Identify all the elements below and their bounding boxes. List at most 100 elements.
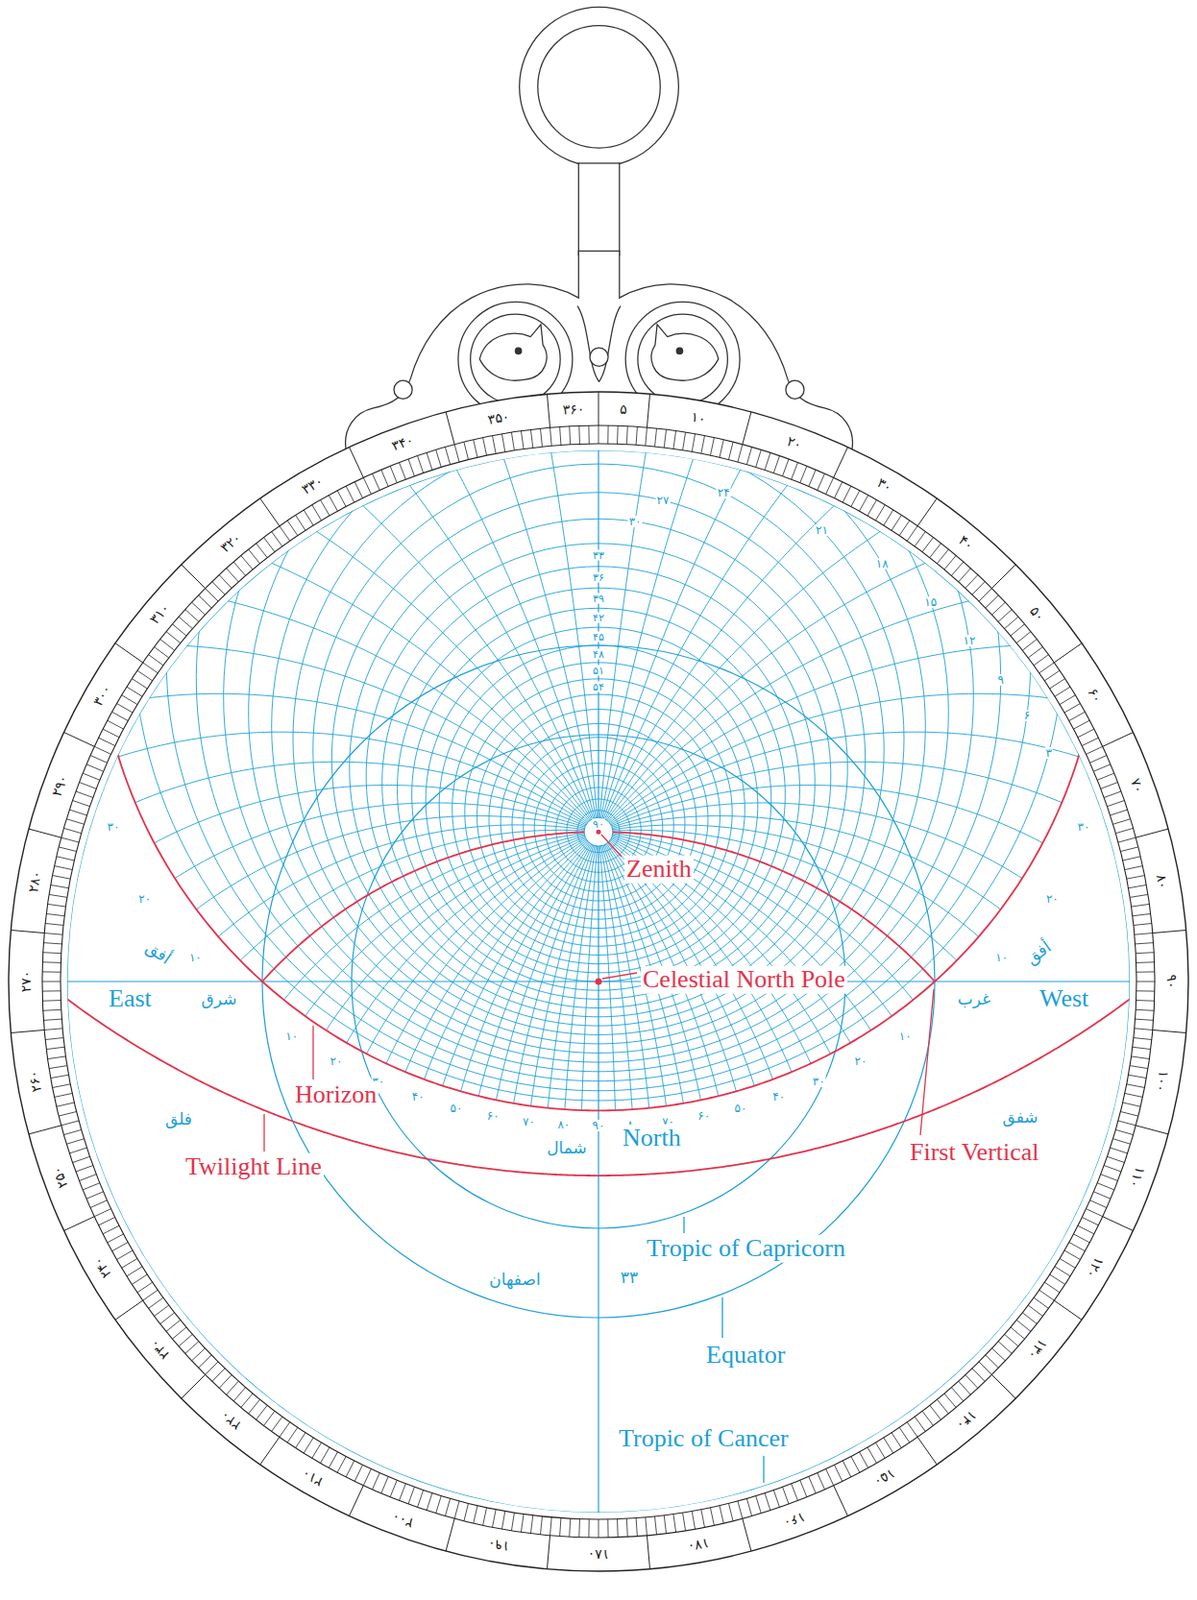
degree-tick <box>363 477 371 494</box>
degree-tick <box>48 903 67 907</box>
degree-tick <box>102 1225 120 1235</box>
azimuth-line <box>612 833 914 1002</box>
degree-tick <box>1110 809 1128 816</box>
degree-tick <box>287 520 298 537</box>
degree-number: ۸۰ <box>1154 872 1172 893</box>
degree-tick <box>48 1056 67 1060</box>
degree-tick <box>1136 961 1155 964</box>
degree-number: ۶۰ <box>1084 684 1106 707</box>
degree-tick <box>1110 1148 1128 1154</box>
degree-tick <box>578 1519 581 1539</box>
scale-number: ۱۰ <box>898 1030 913 1043</box>
degree-tick <box>1135 952 1154 954</box>
degree-number: ۱۱۰ <box>1125 1163 1148 1193</box>
scale-divider <box>742 1518 752 1552</box>
degree-tick <box>166 632 181 644</box>
degree-tick <box>1039 1290 1055 1301</box>
degree-tick <box>1069 1242 1086 1251</box>
scale-number: ۲۴ <box>716 487 732 499</box>
degree-tick <box>1135 1019 1154 1021</box>
degree-number: ۳۶۰ <box>560 401 587 416</box>
degree-tick <box>1106 800 1124 807</box>
scale-divider <box>598 391 600 426</box>
degree-tick <box>958 1381 972 1395</box>
azimuth-line <box>478 843 591 1097</box>
degree-number: ۳۵۰ <box>485 408 513 426</box>
callout-label: Equator <box>704 1342 787 1370</box>
scale-number: ۶۰ <box>696 1110 711 1123</box>
degree-tick <box>98 1217 116 1225</box>
degree-tick <box>539 428 542 447</box>
degree-tick <box>1118 1121 1136 1126</box>
degree-tick <box>756 449 762 467</box>
scale-number: ۵۰ <box>449 1102 465 1115</box>
degree-tick <box>1081 737 1099 746</box>
degree-tick <box>1010 624 1026 636</box>
ring-stem <box>578 163 619 256</box>
degree-tick <box>444 446 450 465</box>
scale-divider <box>1102 1217 1134 1232</box>
degree-tick <box>1093 764 1110 772</box>
degree-number: ۲۸۰ <box>24 868 43 897</box>
degree-tick <box>607 1519 609 1539</box>
degree-tick <box>126 686 143 697</box>
degree-tick <box>808 1476 816 1493</box>
degree-tick <box>454 444 460 463</box>
degree-tick <box>390 465 397 484</box>
degree-tick <box>345 486 355 503</box>
degree-tick <box>279 526 291 542</box>
degree-tick <box>875 1442 885 1459</box>
degree-tick <box>709 438 714 457</box>
degree-tick <box>1127 1074 1147 1078</box>
degree-tick <box>492 436 497 455</box>
degree-tick <box>1126 876 1146 880</box>
degree-tick <box>906 526 918 542</box>
suspension-ring-hole <box>537 25 660 148</box>
azimuth-line <box>609 693 1092 823</box>
azimuth-line <box>126 435 591 820</box>
scale-divider <box>64 1217 96 1232</box>
scale-number: ۳ <box>1044 747 1052 759</box>
degree-tick <box>1004 616 1019 629</box>
scale-divider <box>1053 643 1082 663</box>
degree-tick <box>1126 1084 1146 1089</box>
degree-tick <box>1016 1319 1031 1332</box>
degree-tick <box>568 1518 571 1538</box>
scale-divider <box>1135 1125 1169 1135</box>
scale-number: ۲۰ <box>329 1055 344 1068</box>
azimuth-line <box>174 803 586 880</box>
degree-tick <box>992 1348 1006 1362</box>
degree-tick <box>1081 1217 1099 1225</box>
degree-tick <box>1136 1000 1155 1002</box>
scale-divider <box>917 1437 937 1466</box>
degree-number: ۵ <box>617 402 630 416</box>
degree-tick <box>94 1209 111 1218</box>
almucantar <box>271 399 927 1054</box>
azimuth-line <box>105 511 590 821</box>
degree-tick <box>78 1174 97 1182</box>
degree-tick <box>1134 1028 1153 1031</box>
degree-tick <box>256 1405 269 1420</box>
degree-tick <box>501 434 505 453</box>
degree-number: ۲۱۰ <box>297 1465 327 1491</box>
degree-tick <box>126 1267 143 1277</box>
degree-tick <box>52 1084 72 1089</box>
scale-divider <box>646 393 650 428</box>
degree-tick <box>371 1473 380 1491</box>
degree-tick <box>212 582 225 596</box>
degree-tick <box>166 1319 181 1332</box>
degree-tick <box>1131 1056 1150 1060</box>
degree-tick <box>764 452 771 470</box>
scale-divider <box>833 1486 849 1517</box>
degree-tick <box>185 610 199 623</box>
scale-number: ۲۰ <box>854 1055 869 1068</box>
degree-tick <box>673 431 677 450</box>
degree-tick <box>50 884 70 888</box>
declination-circle <box>67 450 1130 1514</box>
degree-tick <box>1090 755 1107 763</box>
degree-tick <box>520 1514 524 1534</box>
degree-tick <box>709 1508 714 1527</box>
degree-tick <box>287 1427 298 1443</box>
